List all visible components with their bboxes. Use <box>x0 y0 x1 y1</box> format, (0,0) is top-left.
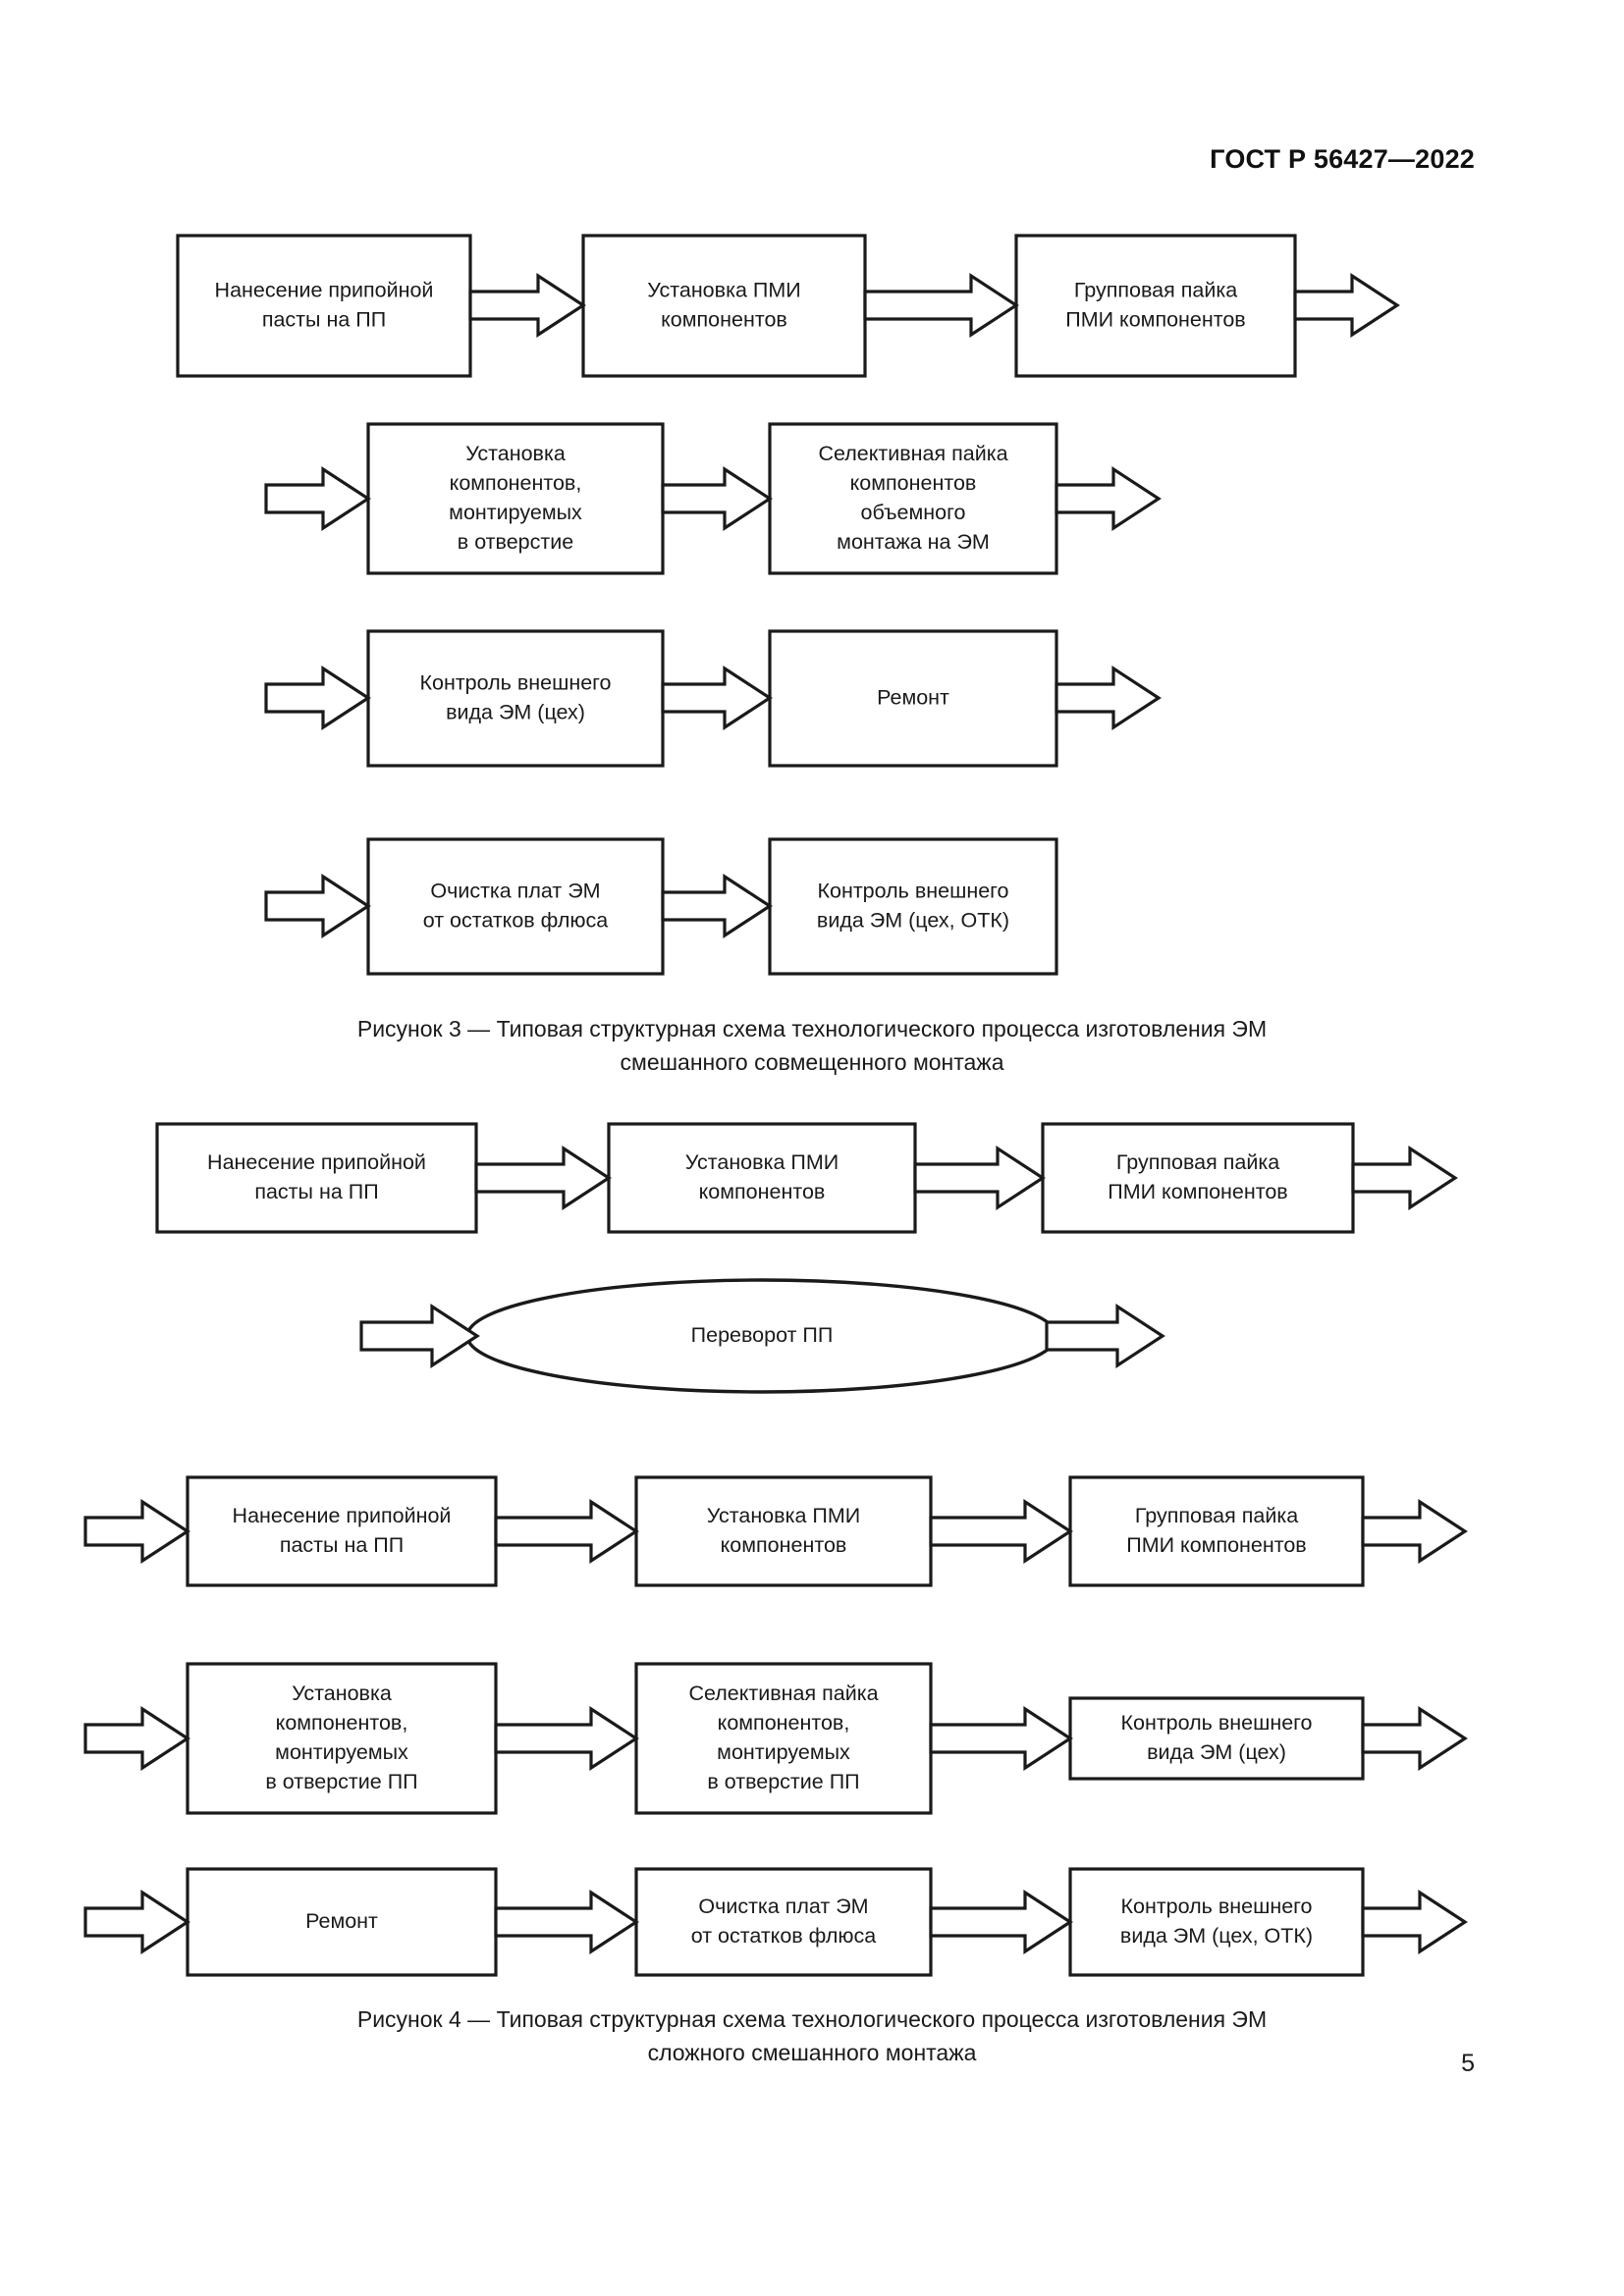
fig3-row1-box1 <box>176 234 472 378</box>
fig4-row4-arrow-2 <box>929 1706 1073 1771</box>
fig4-row5-arrow-in <box>83 1890 190 1954</box>
figure-3-caption-line-1: Рисунок 3 — Типовая структурная схема те… <box>356 1016 1268 1041</box>
fig3-row2-arrow-out <box>1055 466 1162 531</box>
fig4-row1-box3 <box>1041 1122 1355 1234</box>
fig4-row1-arrow-1 <box>474 1146 612 1210</box>
fig4-row3-arrow-out <box>1361 1499 1468 1564</box>
fig4-row5-arrow-out <box>1361 1890 1468 1954</box>
fig3-row4-arrow-1 <box>661 874 773 938</box>
fig4-row4-box1 <box>186 1662 498 1815</box>
fig4-row3-box3 <box>1068 1475 1365 1587</box>
fig4-row3-arrow-in <box>83 1499 190 1564</box>
fig3-row3-box1 <box>366 629 665 768</box>
fig3-row3-arrow-1 <box>661 666 773 730</box>
fig3-row4-box2 <box>768 837 1058 976</box>
figure-4-caption-line-2: сложного смешанного монтажа <box>647 2040 977 2065</box>
fig3-row1-box3 <box>1014 234 1297 378</box>
figure-3-caption-line-2: смешанного совмещенного монтажа <box>620 1049 1004 1075</box>
fig3-row3-box2 <box>768 629 1058 768</box>
fig3-row2-arrow-in <box>264 466 371 531</box>
fig4-row3-box2 <box>634 1475 933 1587</box>
figure-4-caption-line-1: Рисунок 4 — Типовая структурная схема те… <box>356 2006 1268 2032</box>
fig4-row1-arrow-out <box>1351 1146 1458 1210</box>
fig4-row4-arrow-in <box>83 1706 190 1771</box>
fig4-flip-pcb-label: Переворот ПП <box>691 1323 834 1347</box>
fig3-row3-arrow-out <box>1055 666 1162 730</box>
fig3-row3-box2-label: Ремонт <box>877 685 949 709</box>
figure-3-caption: Рисунок 3 — Типовая структурная схема те… <box>0 1012 1624 1079</box>
page-number: 5 <box>1461 2050 1475 2077</box>
fig3-row3-arrow-in <box>264 666 371 730</box>
fig4-row3-box1 <box>186 1475 498 1587</box>
fig4-row3-arrow-2 <box>929 1499 1073 1564</box>
fig3-row2-arrow-1 <box>661 466 773 531</box>
fig3-row4-box1 <box>366 837 665 976</box>
fig4-row1-box1 <box>155 1122 478 1234</box>
fig4-row5-box2 <box>634 1867 933 1977</box>
fig3-row1-box2 <box>581 234 867 378</box>
fig3-row4-arrow-in <box>264 874 371 938</box>
fig4-row4-arrow-out <box>1361 1706 1468 1771</box>
fig4-row3-arrow-1 <box>494 1499 639 1564</box>
fig3-row1-arrow-out <box>1293 273 1400 338</box>
fig4-row5-box1-label: Ремонт <box>305 1909 378 1933</box>
fig4-row1-arrow-2 <box>913 1146 1046 1210</box>
fig4-row5-box3 <box>1068 1867 1365 1977</box>
figure-4-caption: Рисунок 4 — Типовая структурная схема те… <box>0 2002 1624 2069</box>
fig4-row1-box2 <box>607 1122 917 1234</box>
fig3-row1-arrow-1 <box>468 273 586 338</box>
fig4-row5-arrow-1 <box>494 1890 639 1954</box>
fig3-row1-arrow-2 <box>863 273 1019 338</box>
document-standard-header: ГОСТ Р 56427—2022 <box>1210 144 1475 174</box>
fig4-ellipse-arrow-out <box>1045 1304 1165 1368</box>
fig4-ellipse-arrow-in <box>359 1304 480 1368</box>
fig4-row4-arrow-1 <box>494 1706 639 1771</box>
fig4-row5-arrow-2 <box>929 1890 1073 1954</box>
